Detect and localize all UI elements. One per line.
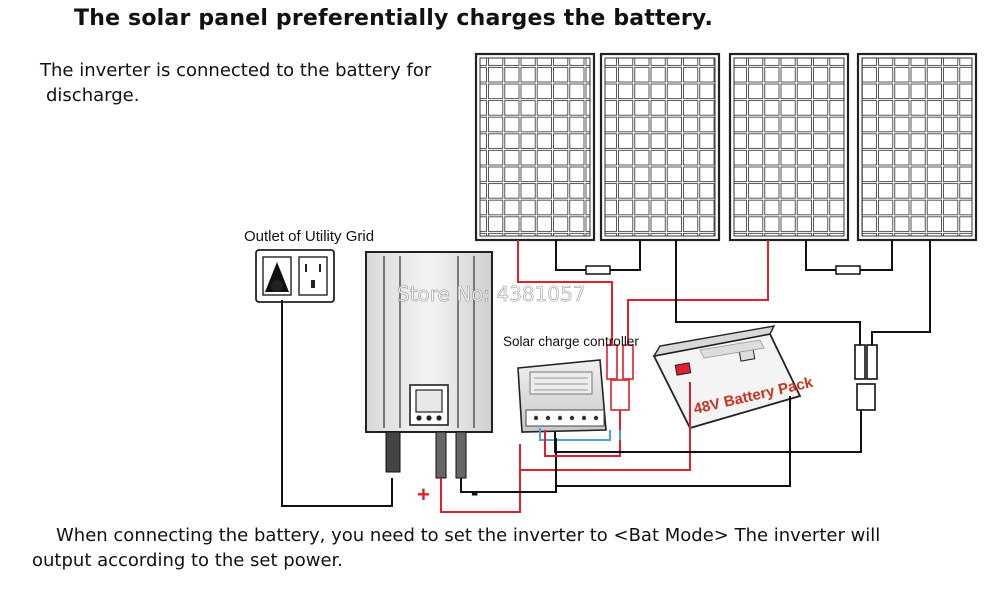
charge-controller-icon xyxy=(517,359,607,433)
store-watermark: Store No: 4381057 xyxy=(397,282,586,307)
intro-text: The inverter is connected to the battery… xyxy=(40,58,480,108)
footer-line-1: When connecting the battery, you need to… xyxy=(56,525,881,546)
solar-panel-3 xyxy=(728,52,850,242)
solar-panel-1 xyxy=(474,52,596,242)
intro-line-1: The inverter is connected to the battery… xyxy=(40,60,432,81)
diagram-title: The solar panel preferentially charges t… xyxy=(74,6,714,31)
outlet-label: Outlet of Utility Grid xyxy=(244,228,374,245)
solar-panel-4 xyxy=(856,52,978,242)
battery-positive-cable xyxy=(519,382,691,471)
battery-icon xyxy=(652,325,802,430)
controller-battery-cable xyxy=(544,430,621,457)
wall-outlet-icon xyxy=(255,249,335,303)
positive-combiner xyxy=(606,344,634,430)
mc4-connector-icon xyxy=(835,265,861,275)
negative-combiner xyxy=(854,344,878,432)
footer-text: When connecting the battery, you need to… xyxy=(32,523,982,573)
series-link-right xyxy=(805,240,893,275)
solar-panel-2 xyxy=(599,52,721,242)
panel-wires xyxy=(517,240,931,345)
series-link-left xyxy=(555,240,641,275)
battery-negative-cable xyxy=(555,396,791,487)
controller-pv-link xyxy=(539,428,611,441)
mc4-connector-icon xyxy=(585,265,611,275)
footer-line-2: output according to the set power. xyxy=(32,550,343,571)
intro-line-2: discharge. xyxy=(46,85,140,106)
controller-label: Solar charge controller xyxy=(503,334,639,349)
inverter-icon xyxy=(365,251,493,479)
pv-negative-return xyxy=(554,432,862,453)
positive-terminal-label: + xyxy=(417,482,430,507)
ac-output-cable xyxy=(281,300,393,507)
inverter-positive-cable xyxy=(440,444,521,513)
